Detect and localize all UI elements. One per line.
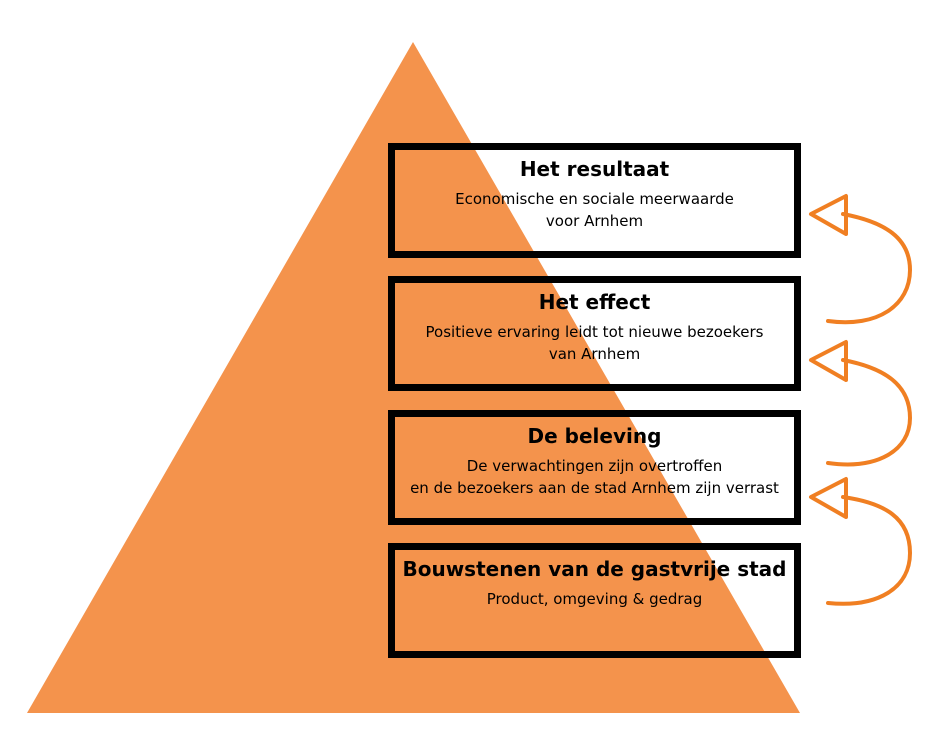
level-description-line: Product, omgeving & gedrag <box>486 590 703 608</box>
level-box-beleving: De beleving De verwachtingen zijn overtr… <box>388 410 801 525</box>
level-description-line: Positieve ervaring leidt tot nieuwe bezo… <box>425 323 764 341</box>
level-box-effect: Het effect Positieve ervaring leidt tot … <box>388 276 801 391</box>
level-title: Het resultaat <box>519 157 670 181</box>
cycle-arrow-top-curve <box>826 212 913 325</box>
cycle-arrow-top <box>809 194 913 325</box>
level-description-line: De verwachtingen zijn overtroffen <box>466 457 723 475</box>
cycle-arrow-top-head <box>809 194 848 236</box>
cycle-arrow-bottom <box>809 477 913 606</box>
level-description-line: van Arnhem <box>548 345 641 363</box>
level-title: Het effect <box>538 290 651 314</box>
level-description-line: voor Arnhem <box>545 212 644 230</box>
level-description-line: en de bezoekers aan de stad Arnhem zijn … <box>410 479 779 497</box>
level-title: De beleving <box>527 424 662 448</box>
level-box-bouwstenen: Bouwstenen van de gastvrije stad Product… <box>388 543 801 658</box>
cycle-arrow-middle-curve <box>826 358 913 467</box>
cycle-arrow-bottom-curve <box>826 495 913 606</box>
level-description-line: Economische en sociale meerwaarde <box>455 190 734 208</box>
cycle-arrow-bottom-head <box>809 477 848 519</box>
cycle-arrow-middle <box>809 340 913 467</box>
cycle-arrow-middle-head <box>809 340 848 382</box>
level-box-resultaat: Het resultaat Economische en sociale mee… <box>388 143 801 258</box>
level-title: Bouwstenen van de gastvrije stad <box>402 557 787 581</box>
